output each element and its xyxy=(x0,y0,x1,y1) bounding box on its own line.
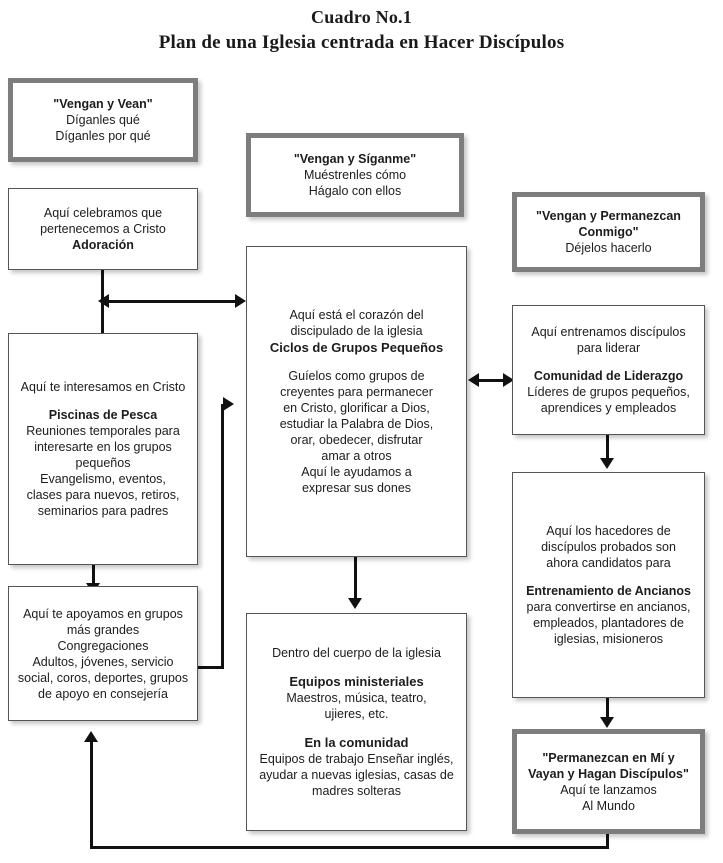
connector-congregaciones-to-ciclos-h xyxy=(198,666,224,669)
box-ancianos-line6: iglesias, misioneros xyxy=(553,632,664,646)
arrow-down-to-permanezcan xyxy=(600,717,614,728)
box-permanezcan-title: "Permanezcan en Mí y xyxy=(542,750,675,765)
box-liderazgo-line3: Líderes de grupos pequeños, xyxy=(527,385,690,399)
box-permanezcan-conmigo-line3: Déjelos hacerlo xyxy=(565,241,652,255)
box-congregaciones-line4: Adultos, jóvenes, servicio xyxy=(32,654,174,669)
box-piscinas-line4: pequeños xyxy=(75,456,131,470)
arrow-right-into-ciclos xyxy=(223,397,234,411)
diagram-title: Cuadro No.1 Plan de una Iglesia centrada… xyxy=(0,6,723,55)
arrow-right-to-liderazgo xyxy=(503,373,514,387)
box-adoracion-line2: pertenecemos a Cristo xyxy=(40,222,166,236)
box-equipos-line6: madres solteras xyxy=(312,784,401,798)
box-vengan-y-siganme-line2: Muéstrenles cómo xyxy=(303,168,407,182)
box-vengan-y-vean[interactable]: "Vengan y Vean" Díganles qué Díganles po… xyxy=(8,78,198,162)
connector-liderazgo-to-ancianos xyxy=(606,435,609,460)
box-congregaciones-line1: Aquí te apoyamos en grupos xyxy=(23,606,183,621)
arrow-left-to-ciclos xyxy=(468,373,479,387)
box-ciclos-line10: expresar sus dones xyxy=(301,481,412,495)
box-vengan-y-siganme-title: "Vengan y Síganme" xyxy=(293,152,417,166)
box-permanezcan-title2: Vayan y Hagan Discípulos" xyxy=(528,766,689,781)
box-ciclos-heading: Ciclos de Grupos Pequeños xyxy=(269,340,444,355)
box-piscinas-line2: Reuniones temporales para xyxy=(26,424,180,438)
box-ciclos-line7: orar, obedecer, disfrutar xyxy=(290,433,423,447)
connector-loop-v-right xyxy=(606,834,609,848)
box-ancianos-heading: Entrenamiento de Ancianos xyxy=(526,584,691,598)
box-liderazgo-line1: Aquí entrenamos discípulos xyxy=(531,325,686,339)
box-adoracion-heading: Adoración xyxy=(72,238,134,252)
box-equipos-line3: ujieres, etc. xyxy=(324,707,389,721)
title-line-1: Cuadro No.1 xyxy=(311,7,412,27)
box-piscinas-line1: Aquí te interesamos en Cristo xyxy=(20,380,186,394)
box-ancianos-line3: ahora candidatos para xyxy=(546,556,671,570)
box-liderazgo-heading: Comunidad de Liderazgo xyxy=(533,369,684,383)
arrow-down-to-equipos xyxy=(348,598,362,609)
connector-left-to-ciclos-line xyxy=(108,300,240,303)
arrow-down-to-ancianos xyxy=(600,458,614,469)
box-ancianos-line2: discípulos probados son xyxy=(541,540,676,554)
connector-piscinas-to-congregaciones xyxy=(92,565,95,586)
box-ciclos-line4: creyentes para permanecer xyxy=(280,385,433,399)
box-comunidad-de-liderazgo[interactable]: Aquí entrenamos discípulos para liderar … xyxy=(512,305,705,435)
box-congregaciones-line2: más grandes xyxy=(66,622,140,637)
connector-loop-h-bottom xyxy=(90,846,609,849)
box-equipos-line1: Dentro del cuerpo de la iglesia xyxy=(272,646,441,660)
box-ciclos-de-grupos-pequenos[interactable]: Aquí está el corazón del discipulado de … xyxy=(246,246,467,557)
connector-loop-v-left xyxy=(90,742,93,849)
connector-congregaciones-to-ciclos-v xyxy=(221,404,224,669)
box-piscinas-line7: seminarios para padres xyxy=(37,504,169,518)
box-permanezcan-en-mi[interactable]: "Permanezcan en Mí y Vayan y Hagan Discí… xyxy=(512,729,705,834)
box-congregaciones[interactable]: Aquí te apoyamos en grupos más grandes C… xyxy=(8,586,198,721)
box-liderazgo-line4: aprendices y empleados xyxy=(540,401,677,415)
box-ciclos-line6: estudiar la Palabra de Dios, xyxy=(279,417,434,431)
box-adoracion[interactable]: Aquí celebramos que pertenecemos a Crist… xyxy=(8,188,198,270)
box-ciclos-line5: en Cristo, glorificar a Dios, xyxy=(283,401,430,415)
box-piscinas-line3: interesarte en los grupos xyxy=(34,440,172,454)
title-line-2: Plan de una Iglesia centrada en Hacer Di… xyxy=(158,32,565,53)
box-permanezcan-line3: Aquí te lanzamos xyxy=(560,782,657,797)
box-permanezcan-conmigo-title: "Vengan y Permanezcan xyxy=(536,209,681,223)
arrow-right-to-ciclos xyxy=(235,294,246,308)
box-congregaciones-line3: Congregaciones xyxy=(57,638,149,653)
box-permanezcan-conmigo-title2: Conmigo" xyxy=(578,225,639,239)
box-vengan-y-permanezcan-conmigo[interactable]: "Vengan y Permanezcan Conmigo" Déjelos h… xyxy=(512,192,705,272)
box-ancianos-line1: Aquí los hacedores de xyxy=(546,524,671,538)
box-vengan-y-vean-line3: Díganles por qué xyxy=(55,129,151,143)
box-equipos-line2: Maestros, música, teatro, xyxy=(286,691,427,705)
connector-ancianos-to-permanezcan xyxy=(606,698,609,720)
box-permanezcan-line4: Al Mundo xyxy=(582,798,635,813)
box-ciclos-line1: Aquí está el corazón del xyxy=(289,308,424,322)
box-liderazgo-line2: para liderar xyxy=(576,341,641,355)
box-vengan-y-siganme[interactable]: "Vengan y Síganme" Muéstrenles cómo Hága… xyxy=(246,133,464,217)
box-equipos-heading1: Equipos ministeriales xyxy=(289,674,424,689)
arrow-up-to-congregaciones xyxy=(84,731,98,742)
box-ciclos-line2: discipulado de la iglesia xyxy=(290,324,423,338)
box-piscinas-heading: Piscinas de Pesca xyxy=(48,408,158,422)
box-ciclos-line3: Guíelos como grupos de xyxy=(288,369,425,383)
box-ciclos-line9: Aquí le ayudamos a xyxy=(301,465,412,479)
box-vengan-y-vean-line2: Díganles qué xyxy=(66,113,140,127)
box-equipos-ministeriales[interactable]: Dentro del cuerpo de la iglesia Equipos … xyxy=(246,613,467,831)
box-equipos-heading2: En la comunidad xyxy=(304,735,409,750)
box-ciclos-line8: amar a otros xyxy=(321,449,392,463)
box-piscinas-line5: Evangelismo, eventos, xyxy=(40,472,166,486)
connector-ciclos-to-equipos xyxy=(354,557,357,600)
box-vengan-y-vean-title: "Vengan y Vean" xyxy=(53,97,153,111)
box-piscinas-line6: clases para nuevos, retiros, xyxy=(26,488,180,502)
connector-ciclos-to-liderazgo-line xyxy=(477,379,507,382)
box-congregaciones-line6: de apoyo en consejería xyxy=(38,686,168,701)
box-ancianos-line5: empleados, plantadores de xyxy=(533,616,684,630)
box-ancianos-line4: para convertirse en ancianos, xyxy=(526,600,691,614)
box-equipos-line4: Equipos de trabajo Enseñar inglés, xyxy=(259,752,454,766)
box-adoracion-line1: Aquí celebramos que xyxy=(43,206,163,220)
box-vengan-y-siganme-line3: Hágalo con ellos xyxy=(308,184,402,198)
box-equipos-line5: ayudar a nuevas iglesias, casas de xyxy=(259,768,454,782)
box-congregaciones-line5: social, coros, deportes, grupos xyxy=(17,670,189,685)
box-entrenamiento-de-ancianos[interactable]: Aquí los hacedores de discípulos probado… xyxy=(512,472,705,698)
box-piscinas-de-pesca[interactable]: Aquí te interesamos en Cristo Piscinas d… xyxy=(8,333,198,565)
arrow-left-to-column xyxy=(98,294,109,308)
